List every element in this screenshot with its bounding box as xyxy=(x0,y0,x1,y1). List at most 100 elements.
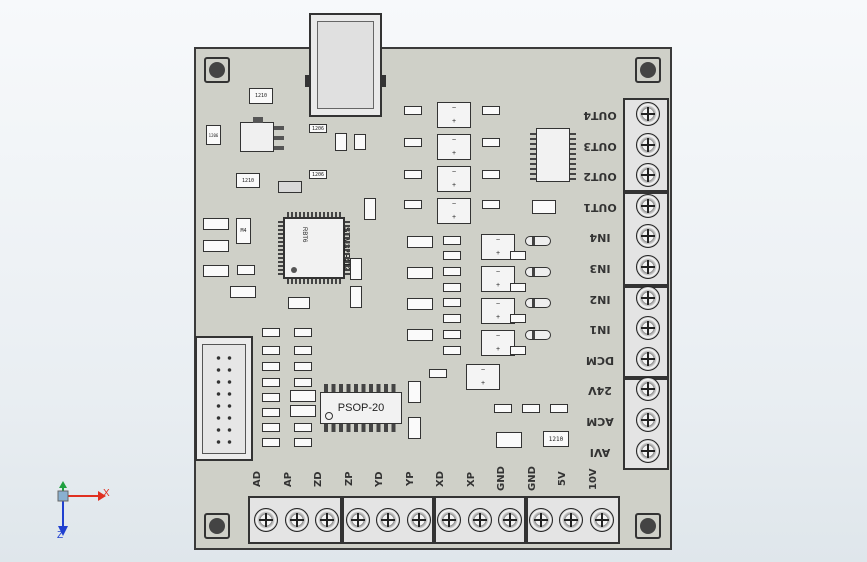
res-low-2[interactable] xyxy=(522,404,540,413)
resistor-small-b[interactable]: 1206 xyxy=(309,170,327,179)
diode-smd-top[interactable] xyxy=(532,200,556,214)
res-grid-a2[interactable] xyxy=(262,346,280,355)
diode-axial-3[interactable] xyxy=(525,298,551,308)
driver-ic[interactable] xyxy=(530,126,576,184)
bottom-terminal-screw[interactable] xyxy=(315,508,339,532)
cap-psop-2[interactable] xyxy=(408,417,421,439)
cap-mid-1[interactable] xyxy=(407,236,433,248)
res-mid-1b[interactable] xyxy=(443,251,461,260)
res-grid-b6[interactable] xyxy=(294,438,312,447)
bottom-terminal-screw[interactable] xyxy=(528,508,553,532)
resistor-1210-c[interactable]: 1210 xyxy=(543,431,569,447)
res-grid-a4[interactable] xyxy=(262,378,280,387)
resistor-top-r1[interactable] xyxy=(482,106,500,115)
right-terminal-screw[interactable] xyxy=(636,316,660,341)
bottom-terminal-screw[interactable] xyxy=(284,508,309,532)
cap-mcu-right-2[interactable] xyxy=(350,286,362,308)
resistor-left-1[interactable] xyxy=(237,265,255,275)
res-mid-2a[interactable] xyxy=(443,267,461,276)
cap-small-a[interactable] xyxy=(335,133,347,151)
bridge-rectifier-7[interactable]: ~+ xyxy=(481,298,515,324)
res-mid-3b[interactable] xyxy=(443,314,461,323)
diode-smd-bottom[interactable] xyxy=(496,432,522,448)
bottom-terminal-screw[interactable] xyxy=(467,508,492,532)
cap-left-4[interactable] xyxy=(230,286,256,298)
res-grid-a3[interactable] xyxy=(262,362,280,371)
right-terminal-screw[interactable] xyxy=(636,255,660,279)
cap-left-1[interactable] xyxy=(203,218,229,230)
psop20-chip[interactable]: PSOP-20 xyxy=(320,384,402,432)
diode-left[interactable]: M4 xyxy=(236,218,251,244)
res-low-3[interactable] xyxy=(550,404,568,413)
right-terminal-screw[interactable] xyxy=(636,408,660,432)
bottom-terminal-screw[interactable] xyxy=(376,508,400,532)
resistor-small-a[interactable]: 1206 xyxy=(309,124,327,133)
resistor-1210-b[interactable]: 1210 xyxy=(236,173,260,188)
diode-axial-2[interactable] xyxy=(525,267,551,277)
res-right-1[interactable] xyxy=(510,251,526,260)
bottom-terminal-screw[interactable] xyxy=(498,508,522,532)
right-terminal-screw[interactable] xyxy=(636,377,660,402)
bottom-terminal-screw[interactable] xyxy=(437,508,461,532)
resistor-top-l3[interactable] xyxy=(404,170,422,179)
bridge-rectifier-2[interactable]: ~+ xyxy=(437,134,471,160)
resistor-top-r4[interactable] xyxy=(482,200,500,209)
resistor-1210-a[interactable]: 1210 xyxy=(249,88,273,104)
bridge-rectifier-5[interactable]: ~+ xyxy=(481,234,515,260)
bridge-rectifier-3[interactable]: ~+ xyxy=(437,166,471,192)
diode-axial-1[interactable] xyxy=(525,236,551,246)
right-terminal-screw[interactable] xyxy=(636,132,660,157)
res-grid-b1[interactable] xyxy=(294,328,312,337)
cap-small-d[interactable] xyxy=(364,198,376,220)
right-terminal-screw[interactable] xyxy=(636,102,660,126)
cap-psop-1[interactable] xyxy=(408,381,421,403)
res-mid-5[interactable] xyxy=(429,369,447,378)
cap-grid-1[interactable] xyxy=(290,390,316,402)
res-right-4[interactable] xyxy=(510,346,526,355)
resistor-top-r3[interactable] xyxy=(482,170,500,179)
usb-connector[interactable] xyxy=(305,13,386,117)
res-mid-4b[interactable] xyxy=(443,346,461,355)
right-terminal-screw[interactable] xyxy=(636,224,660,249)
bottom-terminal-screw[interactable] xyxy=(589,508,614,532)
right-terminal-screw[interactable] xyxy=(636,285,660,310)
cap-mcu-right-1[interactable] xyxy=(350,258,362,280)
res-right-3[interactable] xyxy=(510,314,526,323)
diode-axial-4[interactable] xyxy=(525,330,551,340)
res-grid-a1[interactable] xyxy=(262,328,280,337)
resistor-top-l4[interactable] xyxy=(404,200,422,209)
bridge-rectifier-8[interactable]: ~+ xyxy=(481,330,515,356)
right-terminal-screw[interactable] xyxy=(636,438,660,463)
resistor-top-l1[interactable] xyxy=(404,106,422,115)
res-grid-a6[interactable] xyxy=(262,408,280,417)
res-grid-a8[interactable] xyxy=(262,438,280,447)
res-grid-b3[interactable] xyxy=(294,362,312,371)
res-grid-a7[interactable] xyxy=(262,423,280,432)
cap-grid-2[interactable] xyxy=(290,405,316,417)
right-terminal-screw[interactable] xyxy=(636,163,660,188)
right-terminal-screw[interactable] xyxy=(636,346,660,371)
mcu-chip[interactable]: STM32F412 RBT6 xyxy=(278,212,351,284)
res-grid-a5[interactable] xyxy=(262,393,280,402)
cap-1206-a[interactable]: 1206 xyxy=(206,125,221,145)
cap-left-2[interactable] xyxy=(203,240,229,252)
bridge-rectifier-4[interactable]: ~+ xyxy=(437,198,471,224)
cap-small-c[interactable] xyxy=(278,181,302,193)
voltage-regulator[interactable] xyxy=(240,117,284,152)
bottom-terminal-screw[interactable] xyxy=(406,508,431,532)
bridge-rectifier-1[interactable]: ~+ xyxy=(437,102,471,128)
right-terminal-screw[interactable] xyxy=(636,193,660,218)
res-mid-1a[interactable] xyxy=(443,236,461,245)
resistor-top-l2[interactable] xyxy=(404,138,422,147)
bottom-terminal-screw[interactable] xyxy=(345,508,370,532)
res-right-2[interactable] xyxy=(510,283,526,292)
bridge-rectifier-6[interactable]: ~+ xyxy=(481,266,515,292)
cap-mid-3[interactable] xyxy=(407,298,433,310)
bottom-terminal-screw[interactable] xyxy=(559,508,583,532)
res-low-1[interactable] xyxy=(494,404,512,413)
res-grid-b4[interactable] xyxy=(294,378,312,387)
cap-small-b[interactable] xyxy=(354,134,366,150)
cap-mcu-bottom[interactable] xyxy=(288,297,310,309)
res-mid-4a[interactable] xyxy=(443,330,461,339)
cap-left-3[interactable] xyxy=(203,265,229,277)
